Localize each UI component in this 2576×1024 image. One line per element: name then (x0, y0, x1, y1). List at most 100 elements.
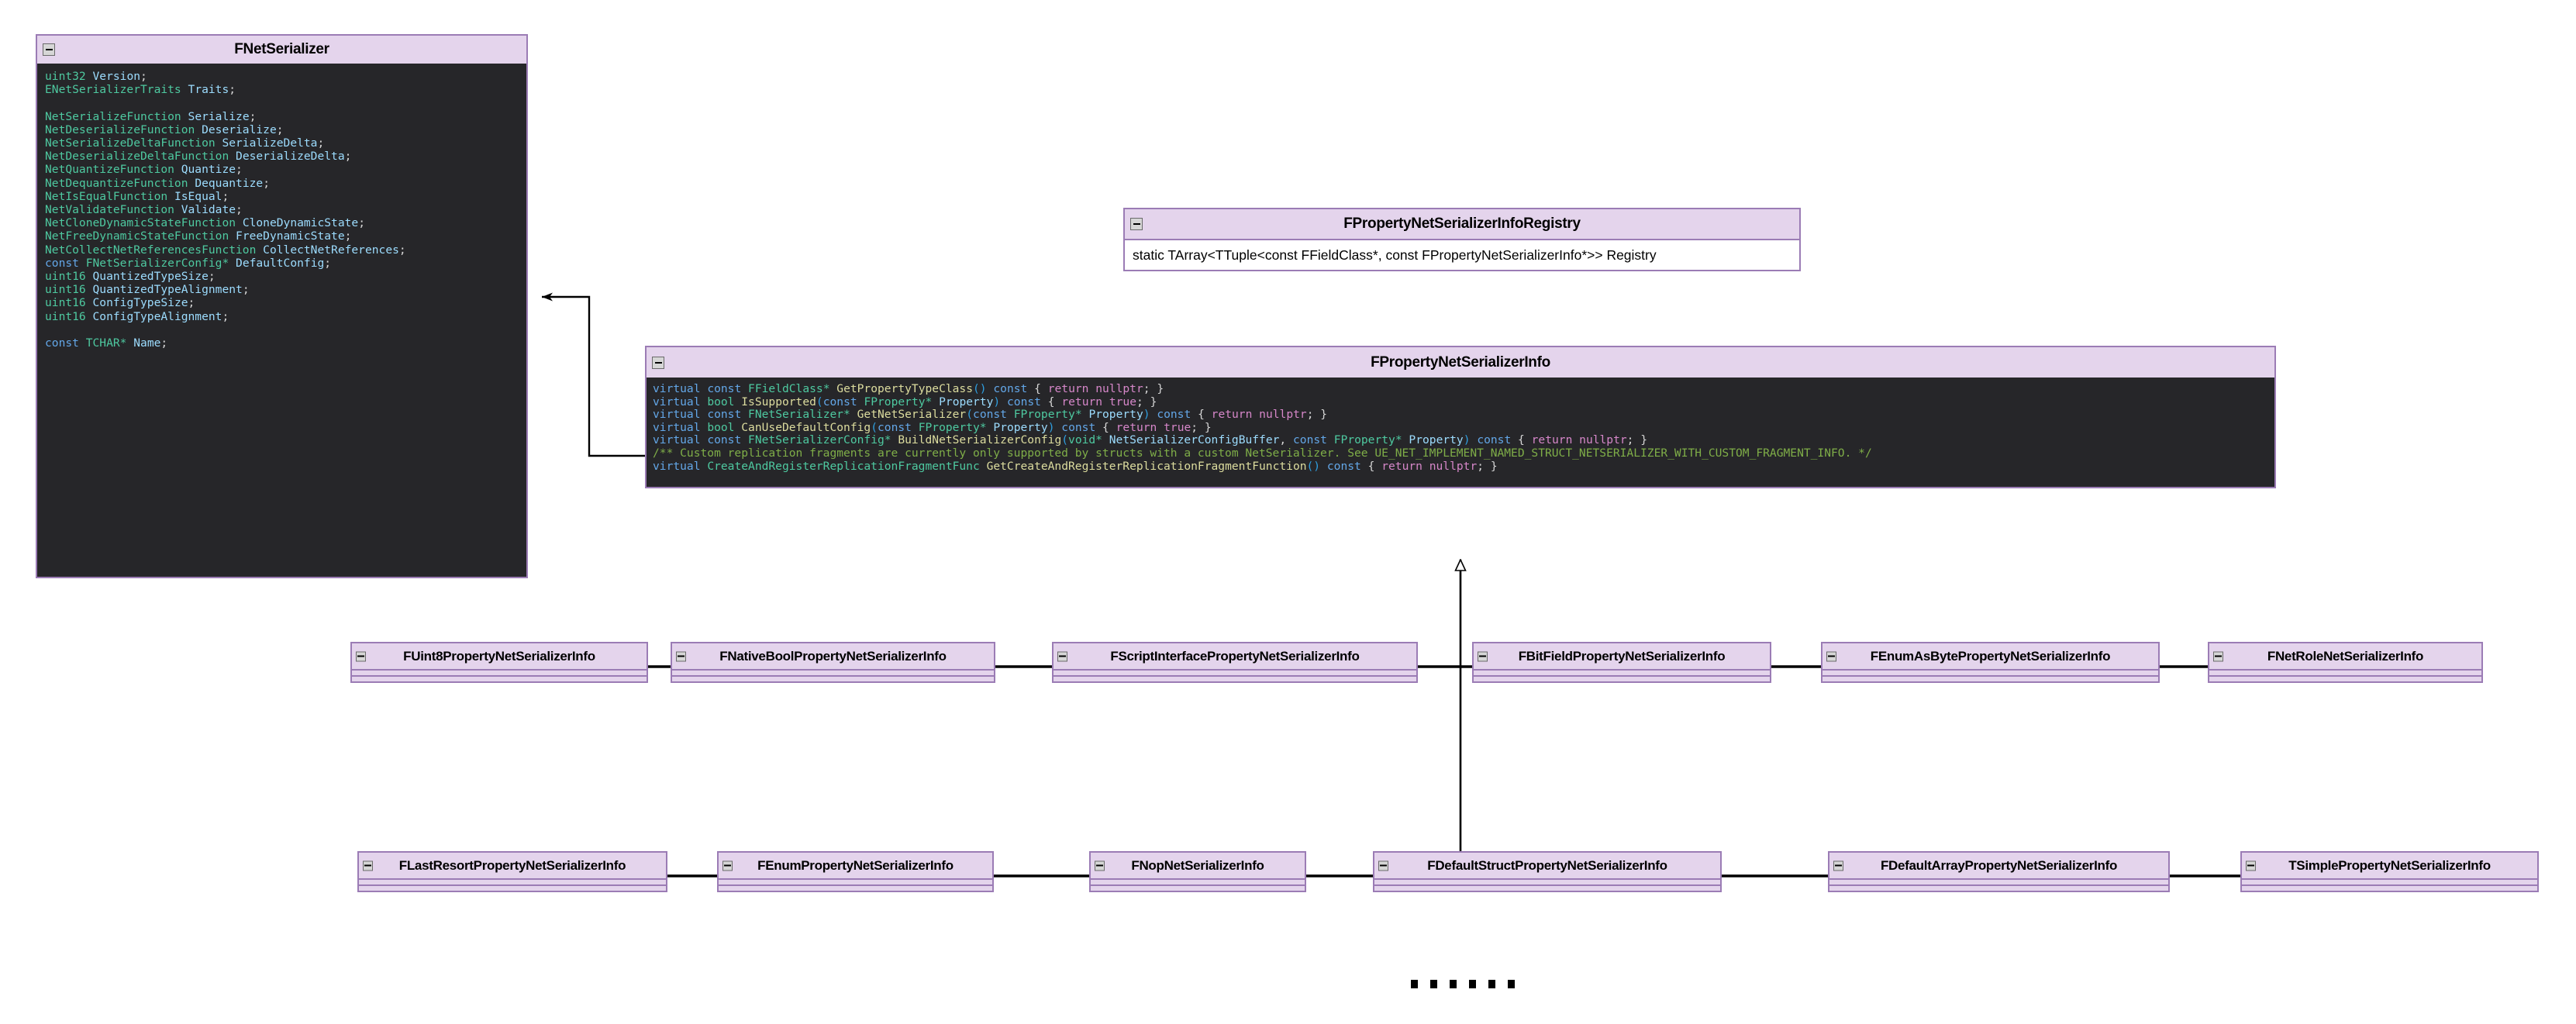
code-token-paren: ) (1143, 408, 1150, 422)
collapse-minus-icon[interactable] (652, 356, 664, 369)
code-token-type: ENetSerializerTraits (45, 83, 181, 97)
ellipsis-indicator (1411, 980, 1515, 988)
collapse-minus-icon[interactable] (676, 651, 686, 661)
code-token-punc: ; (236, 203, 243, 217)
code-token-punc: ; (1136, 395, 1143, 409)
collapse-minus-icon[interactable] (356, 651, 366, 661)
collapse-minus-icon[interactable] (2213, 651, 2223, 661)
code-token-sp (734, 395, 741, 409)
class-box-fdefaultstructpropertynetserializerinfo[interactable]: FDefaultStructPropertyNetSerializerInfo (1373, 851, 1722, 892)
code-line: NetIsEqualFunction IsEqual; (45, 190, 519, 203)
class-box-fenumpropertynetserializerinfo[interactable]: FEnumPropertyNetSerializerInfo (717, 851, 994, 892)
class-title: FBitFieldPropertyNetSerializerInfo (1518, 649, 1726, 664)
code-token-type: uint16 (45, 309, 86, 323)
code-token-kw: virtual (653, 420, 701, 434)
code-token-fn: GetNetSerializer (857, 408, 967, 422)
class-attributes-compartment (2242, 878, 2537, 884)
class-attributes-compartment (1823, 669, 2158, 675)
class-box-fnetrolenetserializerinfo[interactable]: FNetRoleNetSerializerInfo (2208, 642, 2483, 683)
class-box-fuint8propertynetserializerinfo[interactable]: FUint8PropertyNetSerializerInfo (350, 642, 648, 683)
code-token-fn: BuildNetSerializerConfig (898, 433, 1062, 447)
collapse-minus-icon[interactable] (2246, 860, 2256, 871)
collapse-minus-icon[interactable] (722, 860, 733, 871)
code-token-sp (1205, 408, 1212, 421)
code-token-punc: ; (398, 243, 406, 257)
code-token-sp (195, 123, 202, 136)
class-attributes-compartment (1054, 669, 1416, 675)
code-token-brace: { (1518, 433, 1525, 447)
code-token-kw: const (1293, 433, 1327, 447)
class-box-info[interactable]: FPropertyNetSerializerInfo virtual const… (645, 346, 2276, 488)
class-attributes-compartment (352, 669, 647, 675)
code-token-kw: const (1477, 433, 1512, 447)
class-operations-compartment (1091, 884, 1305, 891)
code-line: NetCloneDynamicStateFunction CloneDynami… (45, 216, 519, 229)
code-token-ret: return (1531, 433, 1573, 447)
code-token-var: QuantizedTypeAlignment (92, 283, 243, 297)
code-line: NetDequantizeFunction Dequantize; (45, 177, 519, 190)
code-token-sp (741, 433, 748, 446)
code-token-var: Name (133, 336, 161, 350)
code-token-punc: ; (1191, 420, 1198, 434)
code-token-sp (701, 408, 708, 421)
code-token-punc: ; (222, 189, 229, 203)
code-token-punc: ; (358, 216, 365, 230)
collapse-minus-icon[interactable] (1057, 651, 1067, 661)
class-operations-compartment (352, 675, 647, 681)
collapse-minus-icon[interactable] (1095, 860, 1105, 871)
collapse-minus-icon[interactable] (43, 43, 55, 56)
code-token-punc: ; (236, 163, 243, 177)
code-token-paren: ) (993, 395, 1001, 409)
class-box-fnetserializer[interactable]: FNetSerializer uint32 Version;ENetSerial… (36, 34, 528, 578)
code-token-sp (1102, 433, 1109, 446)
class-header: FDefaultStructPropertyNetSerializerInfo (1374, 853, 1720, 878)
code-token-sp (86, 310, 93, 323)
class-box-fnativeboolpropertynetserializerinfo[interactable]: FNativeBoolPropertyNetSerializerInfo (671, 642, 995, 683)
code-line: ENetSerializerTraits Traits; (45, 83, 519, 96)
code-token-kw: const (822, 395, 857, 409)
edge-info-to-netserializer (542, 292, 645, 457)
class-box-fnopnetserializerinfo[interactable]: FNopNetSerializerInfo (1089, 851, 1306, 892)
class-title: FDefaultArrayPropertyNetSerializerInfo (1880, 858, 2118, 873)
code-token-punc: ; (249, 109, 257, 123)
code-token-punc: ; (317, 136, 325, 150)
class-operations-compartment (1054, 675, 1416, 681)
class-box-fscriptinterfacepropertynetserializerinfo[interactable]: FScriptInterfacePropertyNetSerializerInf… (1052, 642, 1418, 683)
edge-derived-to-info (498, 560, 2324, 877)
code-token-sp (1422, 460, 1429, 473)
collapse-minus-icon[interactable] (1130, 218, 1143, 230)
code-token-type: TCHAR* (85, 336, 127, 350)
class-operations-compartment (1374, 884, 1720, 891)
collapse-minus-icon[interactable] (1478, 651, 1488, 661)
code-token-fn: GetCreateAndRegisterReplicationFragmentF… (986, 459, 1307, 473)
class-box-tsimplepropertynetserializerinfo[interactable]: TSimplePropertyNetSerializerInfo (2240, 851, 2539, 892)
code-token-punc: ; (263, 176, 270, 190)
code-token-var: CloneDynamicState (242, 216, 359, 230)
code-token-type: NetQuantizeFunction (45, 163, 174, 177)
class-box-fenumasbytepropertynetserializerinfo[interactable]: FEnumAsBytePropertyNetSerializerInfo (1821, 642, 2160, 683)
code-token-sp (256, 243, 263, 257)
code-token-kw: const (1157, 408, 1191, 422)
collapse-minus-icon[interactable] (1833, 860, 1843, 871)
class-header: FNetRoleNetSerializerInfo (2209, 643, 2481, 669)
code-token-punc: ; (344, 229, 352, 243)
class-header: FEnumPropertyNetSerializerInfo (719, 853, 992, 878)
code-token-punc: ; (229, 83, 236, 97)
collapse-minus-icon[interactable] (1826, 651, 1836, 661)
code-token-sp (1484, 460, 1491, 473)
class-box-flastresortpropertynetserializerinfo[interactable]: FLastResortPropertyNetSerializerInfo (357, 851, 667, 892)
class-box-fdefaultarraypropertynetserializerinfo[interactable]: FDefaultArrayPropertyNetSerializerInfo (1828, 851, 2170, 892)
code-token-type: NetCloneDynamicStateFunction (45, 216, 236, 230)
class-header: FBitFieldPropertyNetSerializerInfo (1474, 643, 1770, 669)
class-box-fbitfieldpropertynetserializerinfo[interactable]: FBitFieldPropertyNetSerializerInfo (1472, 642, 1771, 683)
code-token-type: FNetSerializer* (748, 408, 850, 422)
class-title: FUint8PropertyNetSerializerInfo (403, 649, 595, 664)
code-token-sp (86, 70, 93, 83)
code-token-type: NetDeserializeFunction (45, 122, 195, 136)
class-operations-compartment (2242, 884, 2537, 891)
collapse-minus-icon[interactable] (1378, 860, 1388, 871)
collapse-minus-icon[interactable] (363, 860, 373, 871)
class-title: FNetSerializer (234, 41, 329, 57)
code-token-brace: { (1198, 408, 1205, 422)
class-box-registry[interactable]: FPropertyNetSerializerInfoRegistry stati… (1123, 208, 1801, 271)
